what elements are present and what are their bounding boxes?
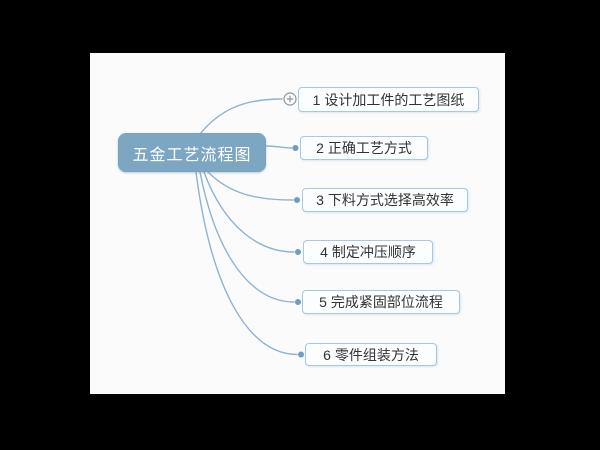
mindmap-canvas[interactable]: 五金工艺流程图 1 设计加工件的工艺图纸 2 正确工艺方式 3 下料方式选择高效… <box>90 53 505 394</box>
connector-line-4 <box>203 171 295 253</box>
connector-dot-2 <box>292 145 299 151</box>
connector-line-2 <box>265 145 293 149</box>
plus-circle-icon[interactable] <box>283 92 297 106</box>
branch-node-1[interactable]: 1 设计加工件的工艺图纸 <box>298 87 479 112</box>
branch-node-2[interactable]: 2 正确工艺方式 <box>300 136 428 160</box>
branch-node-4[interactable]: 4 制定冲压顺序 <box>303 240 433 264</box>
root-node[interactable]: 五金工艺流程图 <box>118 133 266 172</box>
connector-dot-3 <box>294 197 300 203</box>
connector-line-6 <box>195 171 298 356</box>
connector-line-3 <box>207 171 294 201</box>
connector-line-5 <box>199 171 295 303</box>
connector-line-1 <box>199 98 283 135</box>
branch-node-5[interactable]: 5 完成紧固部位流程 <box>302 290 460 314</box>
branch-node-3[interactable]: 3 下料方式选择高效率 <box>302 188 468 212</box>
connector-dot-4 <box>295 249 301 255</box>
connector-dot-5 <box>295 299 301 305</box>
connector-dot-6 <box>298 351 304 358</box>
connector-layer <box>195 98 304 358</box>
branch-node-6[interactable]: 6 零件组装方法 <box>305 343 437 366</box>
